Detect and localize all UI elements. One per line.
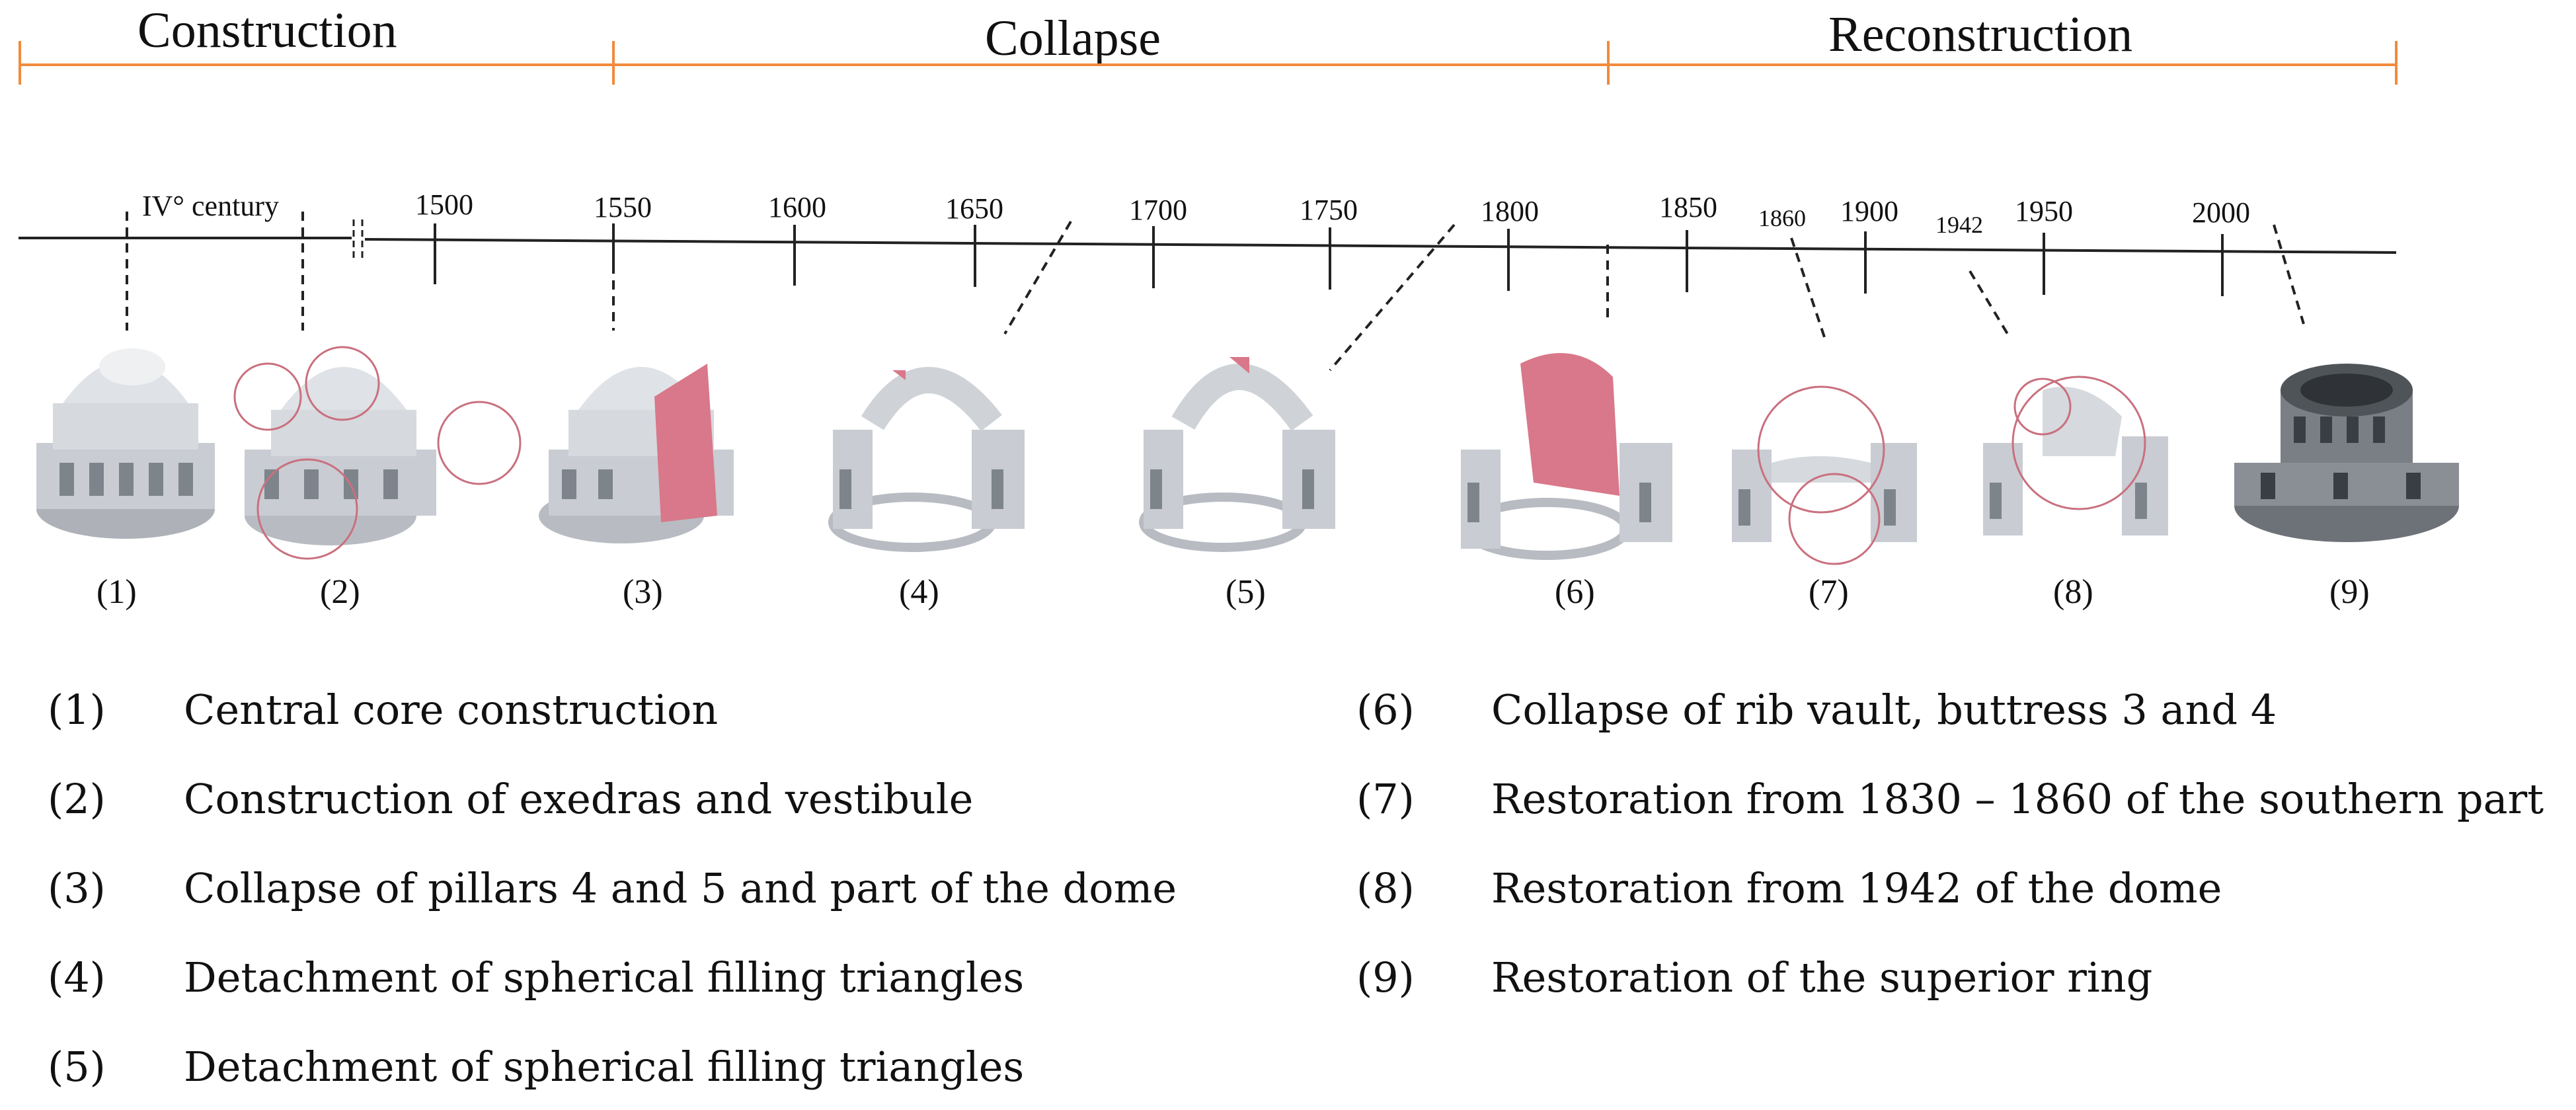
legend-text: Collapse of rib vault, buttress 3 and 4 [1491, 686, 2277, 734]
legend-text: Restoration from 1942 of the dome [1491, 864, 2222, 912]
legend-text: Collapse of pillars 4 and 5 and part of … [184, 864, 1177, 912]
model-7 [1732, 385, 1917, 565]
figure-caption: (7) [1809, 573, 1849, 611]
legend-number: (3) [48, 864, 106, 912]
legend-number: (4) [48, 953, 106, 1002]
year-label: 1800 [1481, 195, 1539, 227]
year-label-event: 1942 [1935, 212, 1983, 238]
model-9 [2234, 364, 2459, 542]
model-8 [1983, 376, 2168, 535]
dashed-connectors [126, 212, 2305, 372]
year-label: 1550 [594, 191, 652, 223]
year-label: 1600 [768, 191, 826, 223]
figure-caption: (5) [1226, 573, 1266, 611]
legend-number: (8) [1356, 864, 1415, 912]
legend-text: Central core construction [184, 686, 719, 734]
model-6 [1461, 353, 1672, 560]
year-label: 1500 [415, 188, 473, 221]
year-label: 1900 [1840, 195, 1898, 227]
legend-text: Detachment of spherical filling triangle… [184, 1043, 1025, 1091]
model-4 [828, 367, 1025, 552]
figure-caption: (2) [320, 573, 360, 611]
figure-caption: (6) [1555, 573, 1595, 611]
timeline-axis [19, 219, 2397, 259]
model-1 [36, 348, 215, 539]
figure-caption: (9) [2329, 573, 2370, 611]
year-label: 1650 [945, 192, 1003, 225]
phase-bar [19, 41, 2398, 85]
legend-text: Construction of exedras and vestibule [184, 775, 974, 823]
legend-text: Detachment of spherical filling triangle… [184, 953, 1025, 1002]
phase-label-collapse: Collapse [985, 11, 1161, 66]
phase-label-reconstruction: Reconstruction [1828, 7, 2133, 62]
legend-number: (9) [1356, 953, 1415, 1002]
year-label: 1700 [1129, 194, 1187, 226]
year-label-event: 1860 [1758, 205, 1806, 231]
year-ticks [434, 223, 2224, 296]
figure-caption: (3) [623, 573, 663, 611]
legend-number: (1) [48, 686, 106, 734]
figure-caption: (1) [97, 573, 137, 611]
legend-text: Restoration of the superior ring [1491, 953, 2153, 1002]
model-3 [539, 364, 734, 543]
legend-number: (5) [48, 1043, 106, 1091]
year-label: 1950 [2015, 195, 2073, 227]
legend-number: (7) [1356, 775, 1415, 823]
year-label: 2000 [2192, 196, 2250, 229]
year-label-iv-century: IV° century [142, 190, 279, 222]
model-2 [233, 346, 522, 560]
legend-number: (6) [1356, 686, 1415, 734]
figure-caption: (4) [899, 573, 939, 611]
year-label: 1850 [1659, 191, 1717, 223]
model-5 [1139, 357, 1335, 552]
legend-number: (2) [48, 775, 106, 823]
legend-text: Restoration from 1830 – 1860 of the sout… [1491, 775, 2544, 823]
phase-label-construction: Construction [137, 3, 397, 58]
year-label: 1750 [1300, 194, 1358, 226]
figure-caption: (8) [2053, 573, 2093, 611]
